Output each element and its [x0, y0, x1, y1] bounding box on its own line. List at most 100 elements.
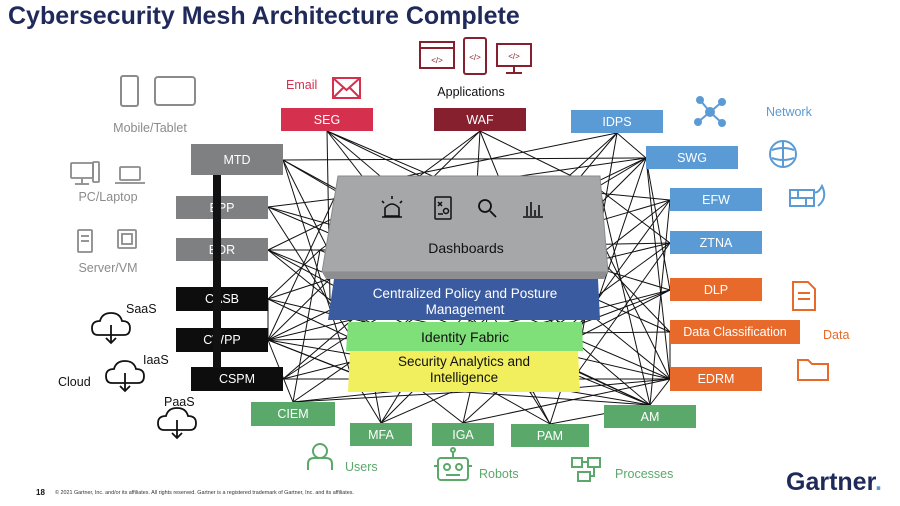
data-classification-label: Data Classification — [683, 325, 787, 339]
strategy-board-icon — [434, 196, 452, 220]
efw-box — [670, 188, 762, 211]
mesh-line — [616, 132, 647, 159]
copyright-text: © 2021 Gartner, Inc. and/or its affiliat… — [55, 489, 354, 496]
page-number: 18 — [36, 488, 45, 497]
mesh-line — [326, 130, 421, 177]
edrm-label: EDRM — [698, 372, 735, 386]
mesh-line — [282, 334, 351, 380]
mobile-tablet-label: Mobile/Tablet — [113, 121, 187, 135]
data-classification-box — [670, 320, 800, 344]
robots-label: Robots — [479, 467, 519, 481]
mesh-line — [292, 249, 321, 403]
mesh-line — [292, 391, 466, 403]
mesh-line — [645, 157, 671, 380]
pam-label: PAM — [537, 429, 563, 443]
laptop-icon — [119, 166, 141, 181]
policy-label-line2: Management — [426, 302, 505, 317]
dashboards-layer-shadow — [322, 272, 608, 279]
top-security-boxes: SEG WAF IDPS — [281, 108, 663, 133]
pc-laptop-label: PC/Laptop — [78, 190, 137, 204]
cloud-label: Cloud — [58, 375, 91, 389]
iga-box — [432, 423, 494, 446]
document-icon — [792, 281, 816, 311]
swg-box — [646, 146, 738, 169]
slide-title: Cybersecurity Mesh Architecture Complete — [8, 2, 520, 30]
waf-box — [434, 108, 526, 131]
seg-label: SEG — [314, 113, 340, 127]
mesh-line — [464, 391, 651, 406]
mobile-code-icon — [463, 37, 487, 75]
saas-cloud-icon — [91, 312, 131, 345]
mesh-line — [649, 199, 671, 406]
analytics-label-line2: Intelligence — [430, 370, 498, 385]
server-icon — [77, 229, 93, 253]
epp-box — [176, 196, 268, 219]
edr-box — [176, 238, 268, 261]
applications-label: Applications — [437, 85, 504, 99]
cspm-box — [191, 367, 283, 391]
mobile-tablet-icons — [120, 75, 196, 107]
mesh-line — [597, 157, 647, 301]
identity-layer — [346, 322, 583, 351]
data-label: Data — [823, 328, 849, 342]
cspm-label: CSPM — [219, 372, 255, 386]
idps-box — [571, 110, 663, 133]
mesh-line — [597, 299, 671, 333]
search-icon — [478, 199, 497, 218]
analytics-label-line1: Security Analytics and — [398, 354, 530, 369]
policy-layer — [328, 279, 600, 320]
casb-label: CASB — [205, 292, 239, 306]
iaas-cloud-icon — [105, 360, 145, 393]
edrm-box — [670, 367, 762, 391]
ciem-box — [251, 402, 335, 426]
tablet-icon — [154, 76, 196, 106]
mesh-line — [649, 378, 671, 406]
dashboards-layer — [321, 175, 609, 273]
am-label: AM — [641, 410, 660, 424]
svg-text:</>: </> — [431, 56, 443, 65]
bar-chart-icon — [523, 202, 543, 218]
mesh-line — [577, 371, 651, 406]
bottom-identity-boxes: CIEM MFA IGA PAM AM — [251, 402, 696, 447]
edr-label: EDR — [209, 243, 235, 257]
mesh-line — [282, 159, 351, 373]
server-vm-icons — [77, 229, 137, 253]
identity-label: Identity Fabric — [421, 329, 509, 345]
browser-code-icon — [419, 41, 455, 69]
dlp-label: DLP — [704, 283, 728, 297]
mesh-line — [282, 157, 647, 161]
am-box — [604, 405, 696, 428]
siren-icon — [381, 196, 403, 218]
svg-text:</>: </> — [508, 52, 520, 61]
firewall-icon — [789, 183, 826, 207]
policy-label-line1: Centralized Policy and Posture — [373, 286, 558, 301]
users-label: Users — [345, 460, 378, 474]
dashboards-label: Dashboards — [428, 240, 504, 256]
svg-text:</>: </> — [469, 53, 481, 62]
mtd-label: MTD — [223, 153, 250, 167]
desktop-icon — [70, 162, 94, 179]
mesh-line — [605, 249, 671, 380]
mtd-box — [191, 144, 283, 175]
right-security-boxes: SWG EFW ZTNA DLP Data Classification EDR… — [646, 146, 800, 391]
gartner-dot: . — [875, 468, 882, 496]
mfa-box — [350, 423, 412, 446]
ciem-label: CIEM — [277, 407, 308, 421]
mesh-line — [605, 199, 671, 251]
mesh-line — [267, 189, 339, 341]
email-label: Email — [286, 78, 317, 92]
gartner-wordmark: Gartner — [786, 468, 877, 496]
efw-label: EFW — [702, 193, 730, 207]
gartner-logo: Gartner. — [786, 468, 882, 496]
network-label: Network — [766, 105, 813, 119]
mfa-label: MFA — [368, 428, 394, 442]
pam-box — [511, 424, 589, 447]
left-security-boxes: MTD EPP EDR CASB CWPP CSPM — [176, 144, 283, 391]
application-icons: </> </> </> — [419, 37, 532, 75]
casb-box — [176, 287, 268, 311]
ztna-label: ZTNA — [700, 236, 733, 250]
network-hub-icon — [694, 96, 726, 127]
chip-icon — [117, 229, 137, 249]
folder-icon — [797, 359, 829, 381]
